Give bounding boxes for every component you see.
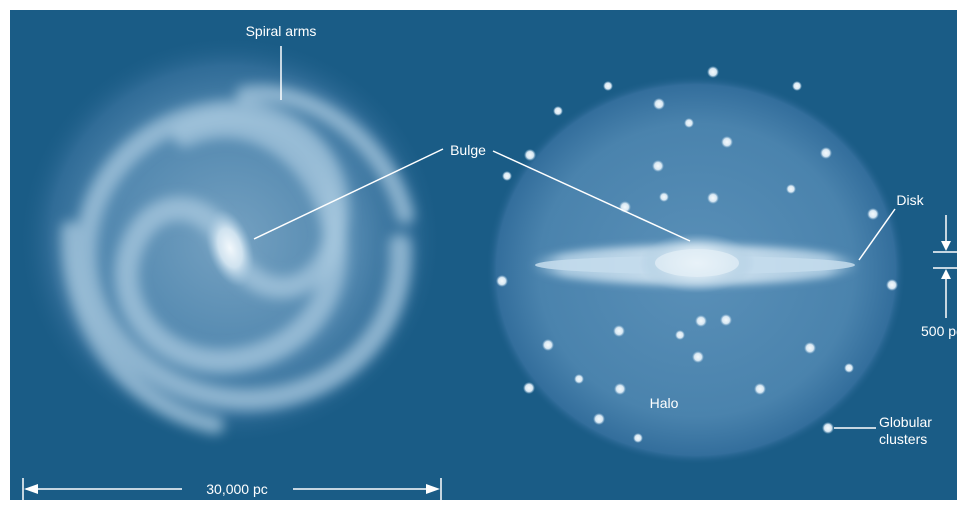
globular-clusters xyxy=(496,66,898,443)
globular-cluster xyxy=(792,81,802,91)
spiral-arms xyxy=(60,84,414,434)
globular-clusters-label-line1: Globular xyxy=(879,414,932,430)
disk-thickness-label: 500 pc xyxy=(921,323,963,339)
edge-on-bulge-core xyxy=(655,249,739,277)
globular-cluster xyxy=(614,383,626,395)
globular-cluster xyxy=(695,315,707,327)
bulge-leader-right xyxy=(492,150,691,242)
globular-cluster xyxy=(867,208,879,220)
globular-cluster xyxy=(886,279,898,291)
globular-cluster xyxy=(496,275,508,287)
globular-cluster xyxy=(574,374,584,384)
disk-thickness-indicator xyxy=(933,215,958,318)
globular-cluster xyxy=(524,149,536,161)
bulge-leader-left xyxy=(253,148,444,240)
globular-cluster xyxy=(844,363,854,373)
globular-cluster xyxy=(613,325,625,337)
globular-cluster xyxy=(675,330,685,340)
face-on-bulge xyxy=(205,209,255,287)
globular-cluster xyxy=(553,106,563,116)
globular-cluster xyxy=(707,192,719,204)
edge-on-galaxy xyxy=(486,66,906,465)
globular-cluster xyxy=(659,192,669,202)
globular-cluster xyxy=(603,81,613,91)
globular-cluster xyxy=(692,351,704,363)
globular-cluster xyxy=(822,422,834,434)
disk-label: Disk xyxy=(896,192,924,208)
globular-cluster xyxy=(804,342,816,354)
scale-bar-right-arrowhead xyxy=(426,484,440,494)
globular-cluster xyxy=(542,339,554,351)
globular-cluster xyxy=(502,171,512,181)
leader-lines xyxy=(253,46,896,429)
globular-cluster xyxy=(523,382,535,394)
diameter-scale-bar xyxy=(22,478,442,500)
globular-cluster xyxy=(820,147,832,159)
scale-bar-left-arrowhead xyxy=(24,484,38,494)
globular-cluster xyxy=(720,314,732,326)
globular-cluster xyxy=(593,413,605,425)
globular-cluster xyxy=(721,136,733,148)
globular-cluster xyxy=(684,118,694,128)
globular-cluster xyxy=(653,98,665,110)
globular-cluster xyxy=(652,160,664,172)
globular-cluster xyxy=(633,433,643,443)
galaxy-diameter-label: 30,000 pc xyxy=(206,481,268,497)
globular-cluster xyxy=(754,383,766,395)
globular-clusters-label-line2: clusters xyxy=(879,431,927,447)
thickness-arrowhead-bottom xyxy=(941,269,951,279)
bulge-label: Bulge xyxy=(450,142,486,158)
spiral-arms-label: Spiral arms xyxy=(246,23,317,39)
globular-cluster xyxy=(786,184,796,194)
face-on-galaxy xyxy=(18,35,442,445)
globular-cluster xyxy=(707,66,719,78)
disk-leader xyxy=(858,208,896,261)
thickness-arrowhead-top xyxy=(941,241,951,251)
halo-label: Halo xyxy=(650,395,679,411)
